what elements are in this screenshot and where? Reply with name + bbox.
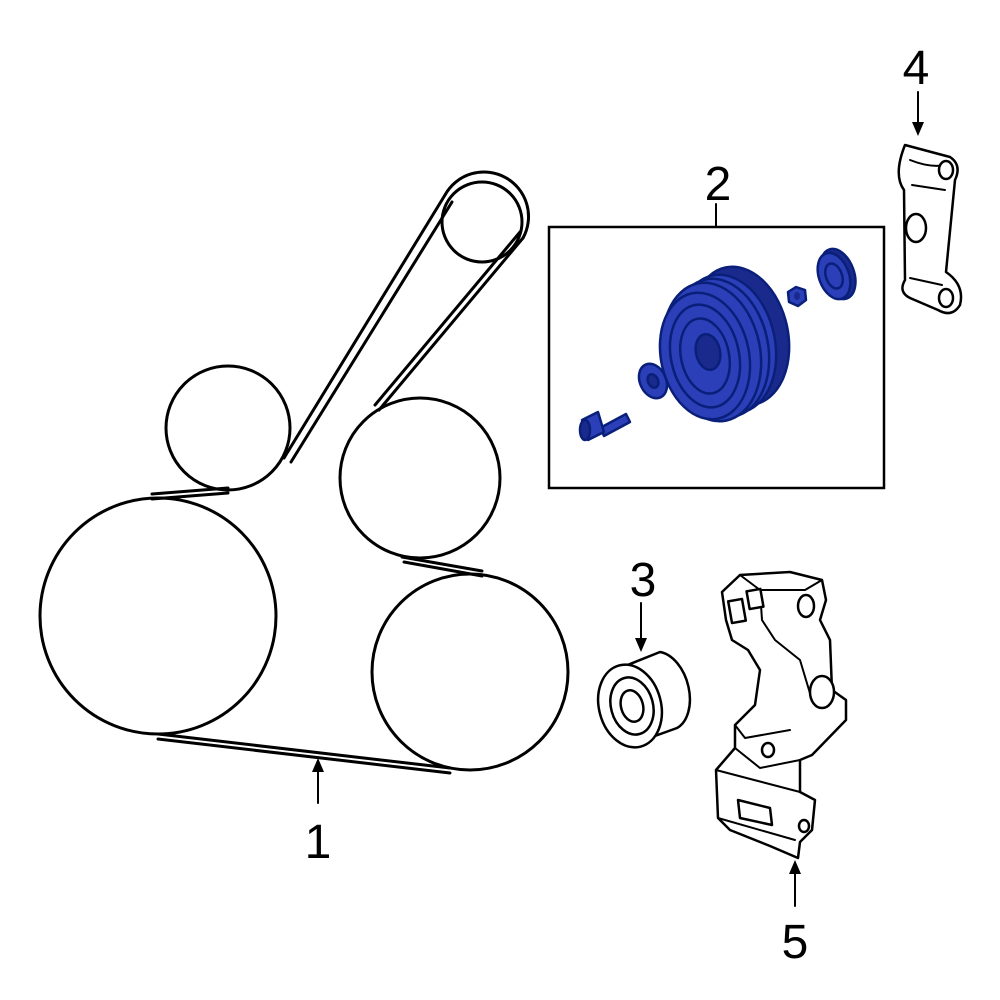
middle-pulley <box>338 396 502 560</box>
idler-pulley[interactable] <box>589 650 692 755</box>
callout-2: 2 <box>705 158 732 228</box>
callout-label-4: 4 <box>903 42 930 95</box>
tensioner-cap <box>816 247 857 301</box>
tensioner-nut <box>786 285 808 308</box>
tensioner-bracket[interactable] <box>897 143 963 315</box>
lower-right-pulley <box>370 572 570 772</box>
tensioner-bolt <box>578 410 632 442</box>
callout-label-5: 5 <box>782 916 809 969</box>
tensioner-pulley-assembly[interactable] <box>578 244 862 442</box>
mounting-bracket[interactable] <box>714 570 848 860</box>
drive-belt[interactable] <box>38 170 570 775</box>
crankshaft-pulley <box>38 496 278 736</box>
callout-5: 5 <box>782 860 809 969</box>
left-idler-pulley <box>164 364 292 492</box>
callout-label-1: 1 <box>305 816 332 869</box>
tensioner-pulley <box>658 265 791 423</box>
callout-label-3: 3 <box>630 554 657 607</box>
top-pulley <box>440 180 524 264</box>
callout-label-2: 2 <box>705 158 732 211</box>
callout-3: 3 <box>630 554 657 652</box>
callout-4: 4 <box>903 42 930 136</box>
tensioner-assembly-box <box>547 225 886 490</box>
callout-1: 1 <box>305 758 332 869</box>
